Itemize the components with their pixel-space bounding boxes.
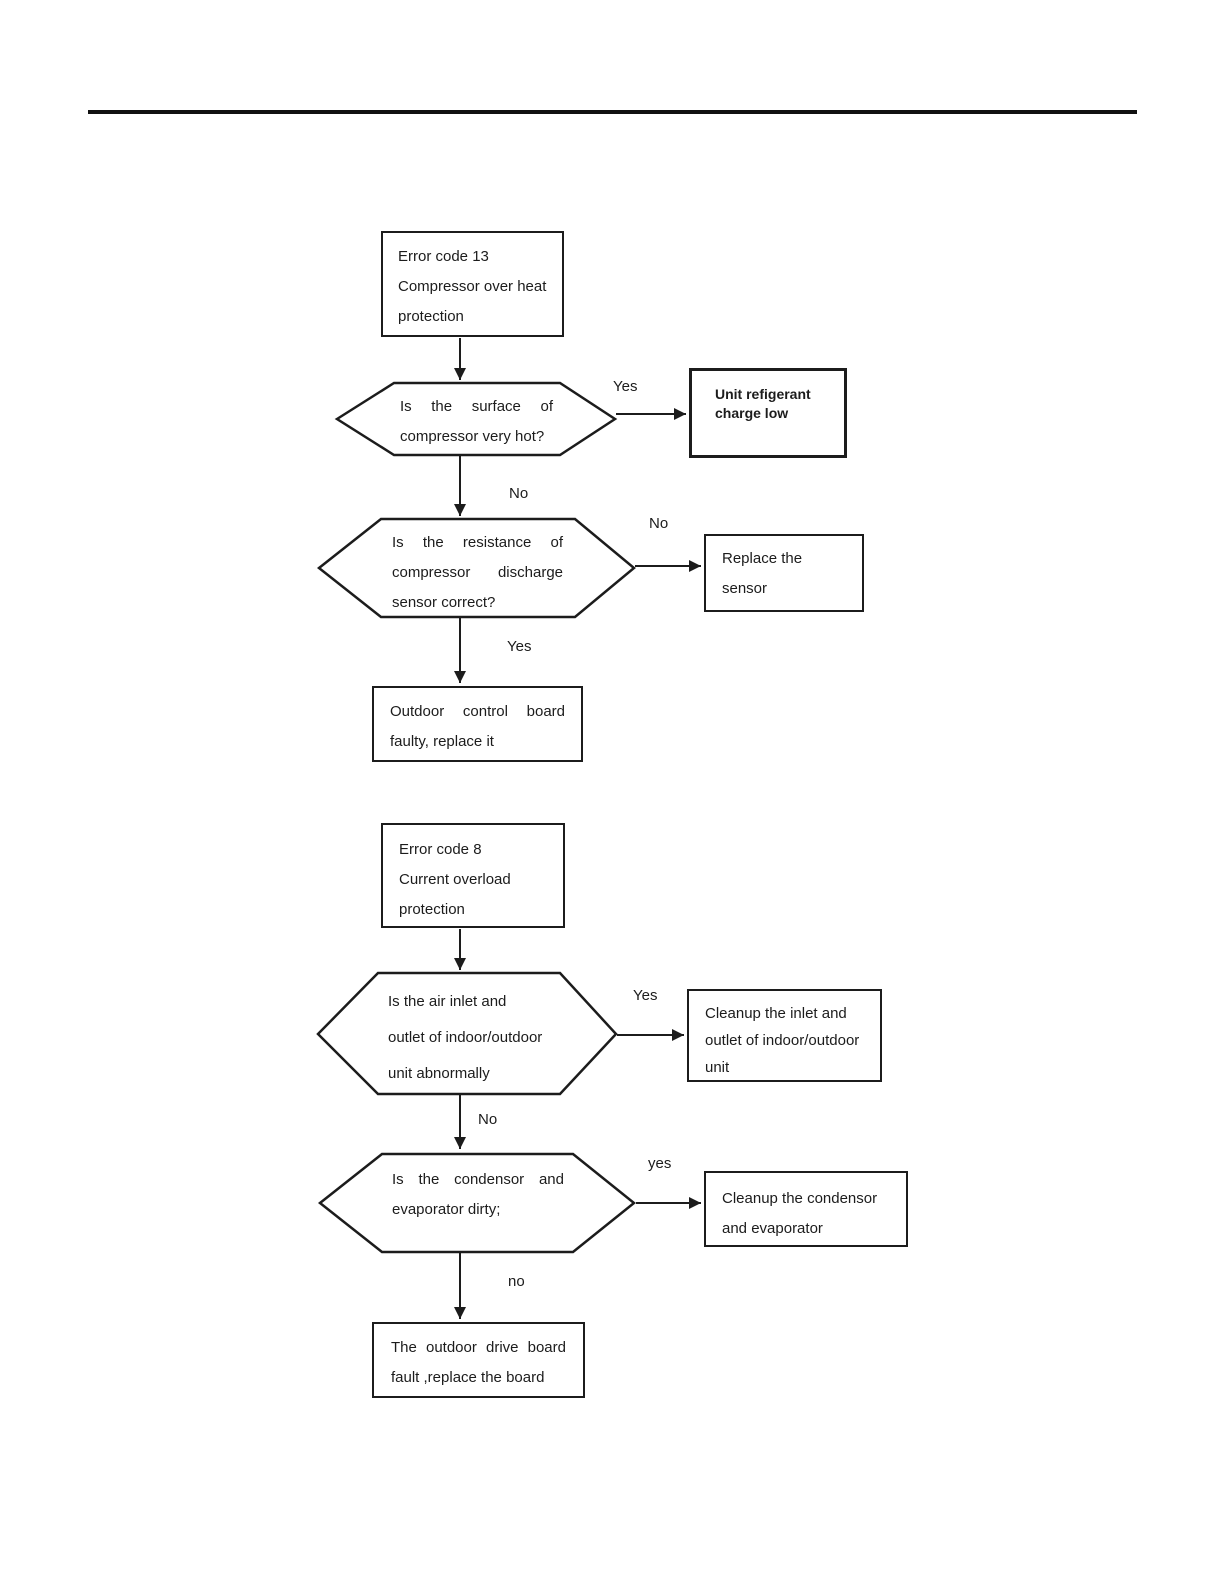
box-line: and evaporator: [722, 1220, 823, 1237]
decision-air-inlet-outlet-hexagon: [316, 971, 618, 1096]
box-line: Outdoor control board: [390, 703, 565, 720]
box-line: unit: [705, 1059, 730, 1076]
box-line: Error code 8: [399, 841, 482, 858]
page-header-rule: [88, 110, 1137, 114]
decision-line: evaporator dirty;: [392, 1201, 501, 1218]
box-line: protection: [399, 901, 465, 918]
decision-line: outlet of indoor/outdoor: [388, 1029, 543, 1046]
decision-line: Is the condensor and: [392, 1171, 564, 1188]
box-line: faulty, replace it: [390, 733, 494, 750]
box-line: charge low: [715, 405, 789, 421]
result-box-replace-sensor: Replace the sensor: [704, 534, 864, 612]
branch-label-no: no: [508, 1273, 525, 1290]
start-box-error-code-13: Error code 13 Compressor over heat prote…: [381, 231, 564, 337]
result-box-cleanup-inlet-outlet: Cleanup the inlet and outlet of indoor/o…: [687, 989, 882, 1082]
flow-arrows: [454, 338, 701, 1319]
box-line: outlet of indoor/outdoor: [705, 1032, 860, 1049]
decision-line: Is the air inlet and: [388, 993, 507, 1010]
decision-condensor-evaporator-text: Is the condensor and evaporator dirty;: [392, 1165, 564, 1225]
branch-label-no: No: [649, 515, 669, 532]
result-box-cleanup-condensor-evaporator: Cleanup the condensor and evaporator: [704, 1171, 908, 1247]
decision-air-inlet-outlet-text: Is the air inlet and outlet of indoor/ou…: [388, 984, 568, 1092]
branch-label-yes: yes: [648, 1155, 672, 1172]
box-line: The outdoor drive board: [391, 1339, 566, 1356]
box-line: sensor: [722, 580, 768, 597]
box-line: protection: [398, 308, 464, 325]
decision-line: compressor very hot?: [400, 428, 545, 445]
start-box-error-code-8: Error code 8 Current overload protection: [381, 823, 565, 928]
box-line: Error code 13: [398, 248, 489, 265]
result-box-outdoor-drive-board: The outdoor drive board fault ,replace t…: [372, 1322, 585, 1398]
result-box-outdoor-control-board: Outdoor control board faulty, replace it: [372, 686, 583, 762]
decision-discharge-sensor-text: Is the resistance of compressor discharg…: [392, 528, 563, 618]
box-line: Replace the: [722, 550, 803, 567]
box-line: fault ,replace the board: [391, 1369, 545, 1386]
box-line: Cleanup the inlet and: [705, 1005, 847, 1022]
decision-line: Is the resistance of: [392, 534, 563, 551]
box-line: Current overload: [399, 871, 511, 888]
decision-compressor-surface-hot-hexagon: [334, 381, 618, 457]
decision-line: compressor discharge: [392, 564, 563, 581]
branch-label-no: No: [509, 485, 529, 502]
branch-label-yes: Yes: [613, 378, 638, 395]
decision-discharge-sensor-resistance-hexagon: [316, 517, 636, 619]
decision-line: unit abnormally: [388, 1065, 490, 1082]
decision-line: sensor correct?: [392, 594, 496, 611]
box-line: Unit refigerant: [715, 386, 811, 402]
box-line: Compressor over heat: [398, 278, 547, 295]
branch-label-yes: Yes: [507, 638, 532, 655]
branch-label-no: No: [478, 1111, 498, 1128]
decision-compressor-surface-hot-text: Is the surface of compressor very hot?: [400, 392, 553, 452]
decision-condensor-evaporator-dirty-hexagon: [317, 1152, 636, 1254]
result-box-unit-refrigerant-charge-low: Unit refigerant charge low: [689, 368, 847, 458]
decision-line: Is the surface of: [400, 398, 553, 415]
box-line: Cleanup the condensor: [722, 1190, 878, 1207]
branch-label-yes: Yes: [633, 987, 658, 1004]
